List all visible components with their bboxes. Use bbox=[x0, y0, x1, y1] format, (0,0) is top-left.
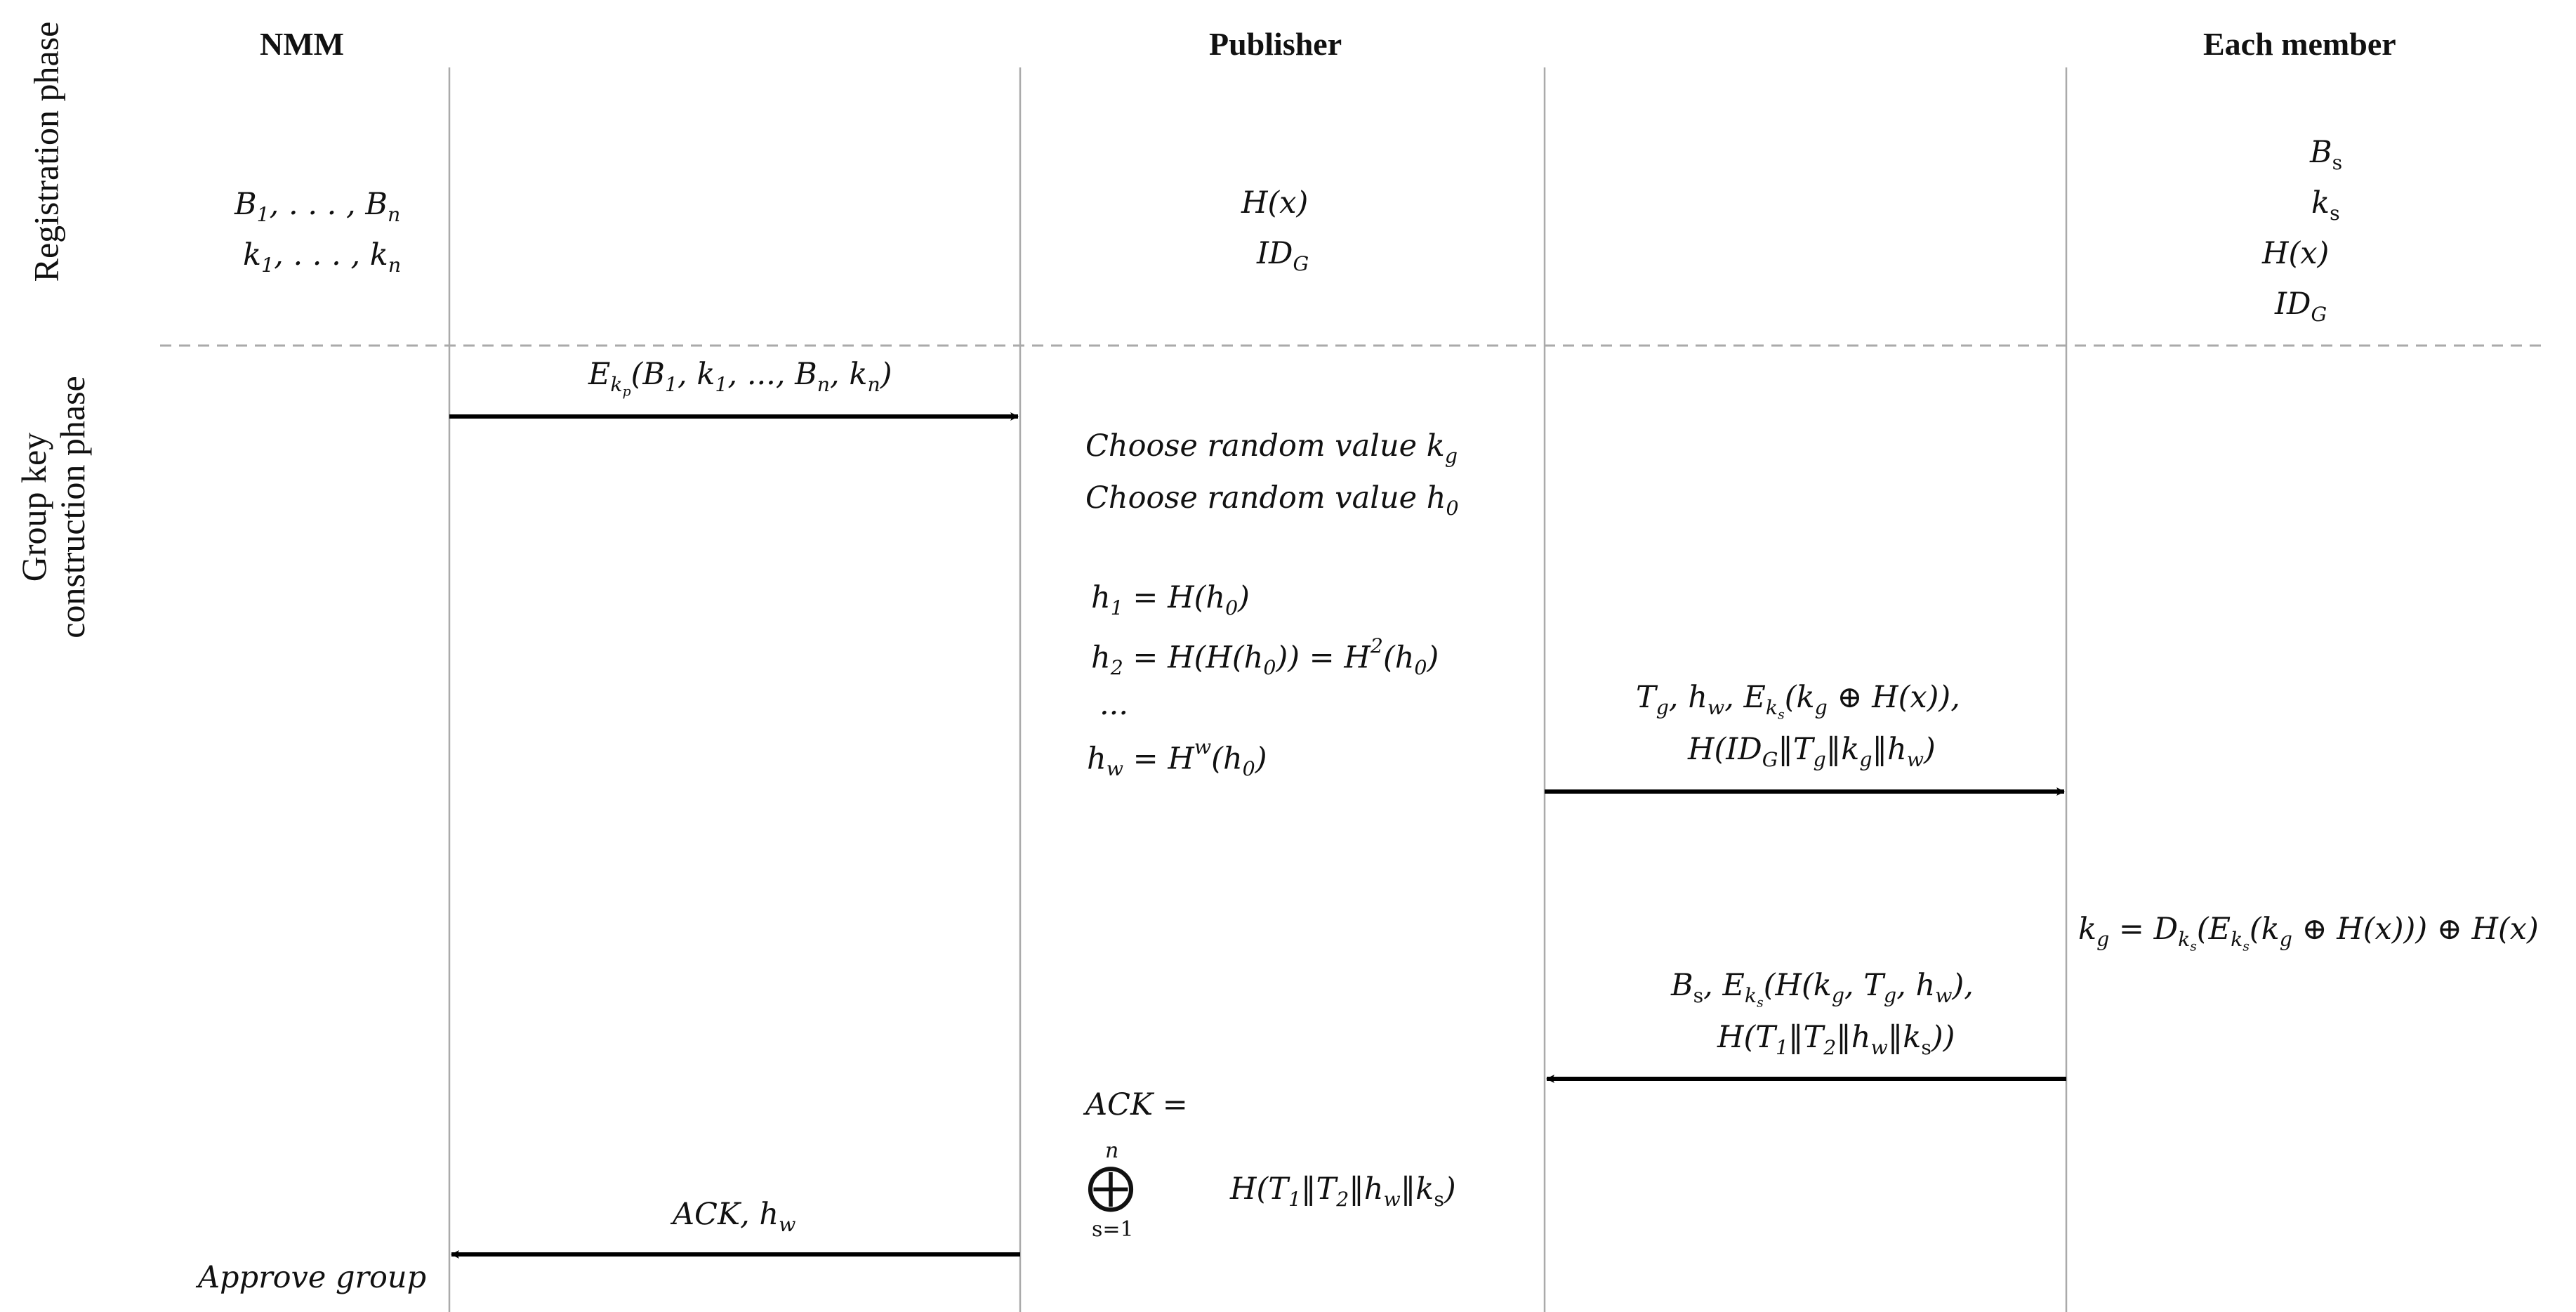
step-choose-kg: Choose random value kg bbox=[1085, 428, 1458, 468]
step-h1: h1 = H(h0) bbox=[1091, 580, 1250, 619]
header-publisher: Publisher bbox=[1209, 26, 1342, 62]
phase-construction-line1: Group key bbox=[14, 432, 53, 582]
msg2-label-line2: H(IDG‖Tg‖kg‖hw) bbox=[1688, 732, 1936, 771]
msg3-label-line1: Bs, Eks(H(kg, Tg, hw), bbox=[1671, 968, 1974, 1011]
ack-term: H(T1‖T2‖hw‖ks) bbox=[1230, 1172, 1456, 1211]
msg2-label-line1: Tg, hw, Eks(kg ⊕ H(x)), bbox=[1636, 680, 1960, 723]
member-decrypt-step: kg = Dks(Eks(kg ⊕ H(x))) ⊕ H(x) bbox=[2078, 912, 2539, 955]
reg-publisher-line1: H(x) bbox=[1241, 185, 1309, 221]
phase-construction-label: Group key construction phase bbox=[14, 376, 92, 638]
step-h2: h2 = H(H(h0)) = H2(h0) bbox=[1091, 634, 1439, 680]
ack-upper-limit: n bbox=[1105, 1139, 1119, 1163]
header-member: Each member bbox=[2203, 26, 2396, 62]
reg-nmm-line1: B1, . . . , Bn bbox=[235, 187, 401, 226]
reg-member-line4: IDG bbox=[2275, 287, 2327, 326]
ack-xor-sum-symbol: ⨁ bbox=[1087, 1159, 1135, 1214]
msg4-label: ACK, hw bbox=[673, 1197, 796, 1236]
reg-publisher-line2: IDG bbox=[1257, 236, 1309, 275]
reg-nmm-line2: k1, . . . , kn bbox=[243, 237, 402, 277]
ack-lhs: ACK = bbox=[1085, 1087, 1188, 1122]
step-ellipsis: ... bbox=[1099, 687, 1129, 722]
phase-construction-line2: construction phase bbox=[53, 376, 92, 638]
reg-member-line2: ks bbox=[2311, 185, 2340, 225]
step-choose-h0: Choose random value h0 bbox=[1085, 480, 1459, 520]
nmm-approve-group: Approve group bbox=[198, 1260, 427, 1295]
header-nmm: NMM bbox=[260, 26, 345, 62]
msg3-label-line2: H(T1‖T2‖hw‖ks)) bbox=[1717, 1020, 1955, 1059]
step-hw: hw = Hw(h0) bbox=[1087, 735, 1267, 781]
reg-member-line1: Bs bbox=[2310, 135, 2343, 174]
reg-member-line3: H(x) bbox=[2262, 236, 2330, 271]
phase-registration-label: Registration phase bbox=[26, 21, 66, 282]
ack-lower-limit: s=1 bbox=[1092, 1217, 1134, 1242]
msg1-label: Ekp(B1, k1, ..., Bn, kn) bbox=[588, 357, 892, 400]
